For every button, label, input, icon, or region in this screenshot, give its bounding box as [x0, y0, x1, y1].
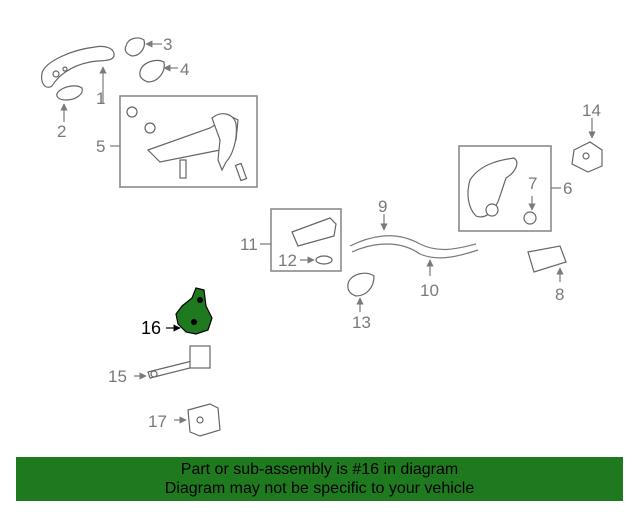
banner-line-2: Diagram may not be specific to your vehi…: [164, 480, 475, 497]
banner-line-1: Part or sub-assembly is #16 in diagram: [180, 461, 459, 478]
callout-4: 4: [180, 60, 189, 79]
callout-6: 6: [563, 179, 572, 198]
part-9-10-cables: [349, 214, 479, 276]
part-info-banner: Part or sub-assembly is #16 in diagram D…: [16, 457, 623, 501]
part-15-door-check: [134, 345, 211, 380]
callout-11: 11: [240, 235, 258, 254]
part-11-inside-handle: [260, 208, 342, 272]
callout-17: 17: [148, 412, 167, 431]
callout-16: 16: [141, 318, 161, 338]
callout-14: 14: [582, 101, 601, 120]
callout-7: 7: [528, 174, 537, 193]
callout-3: 3: [163, 35, 172, 54]
callout-5: 5: [96, 137, 105, 156]
part-3-cover: [124, 37, 162, 57]
callout-15: 15: [108, 367, 127, 386]
callout-10: 10: [420, 281, 439, 300]
callout-9: 9: [378, 197, 387, 216]
callout-1: 1: [96, 89, 105, 108]
part-17-hinge: [174, 403, 221, 437]
part-13-cover: [347, 272, 375, 312]
part-5-frame-assembly: [110, 95, 258, 188]
callout-13: 13: [352, 313, 371, 332]
part-16-hinge-highlighted: [166, 287, 213, 335]
part-2-handle-cap: [56, 85, 83, 122]
part-8-control: [527, 245, 567, 282]
part-6-lock-assembly: [458, 145, 561, 232]
callout-12: 12: [278, 251, 297, 270]
callout-8: 8: [555, 285, 564, 304]
callout-2: 2: [57, 122, 66, 141]
part-1-outer-handle: [41, 45, 115, 103]
part-14-striker: [571, 118, 603, 173]
part-4-cover: [139, 59, 178, 83]
